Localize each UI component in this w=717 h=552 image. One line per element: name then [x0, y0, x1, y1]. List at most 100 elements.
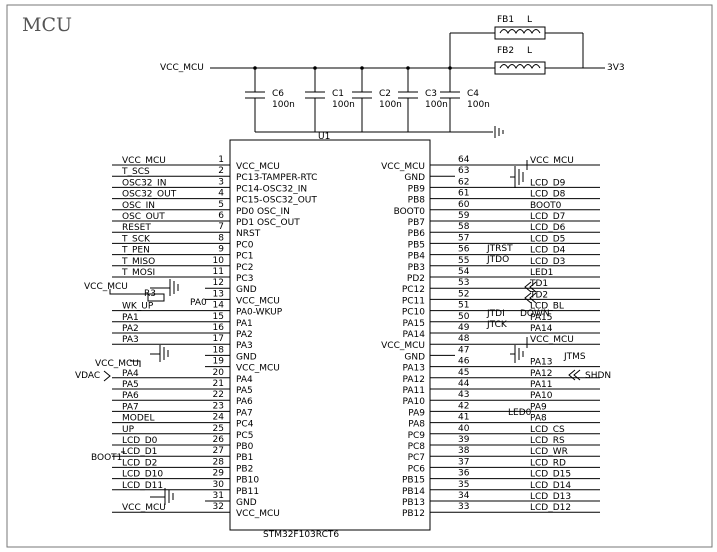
pin-name: PB2: [236, 464, 253, 474]
pin-name: PA8: [408, 420, 425, 430]
pin-name: PC12: [402, 285, 425, 295]
pin-number: 22: [213, 390, 224, 400]
net-label: T_MOSI: [121, 268, 155, 278]
pin-name: PB8: [408, 196, 426, 206]
pin-name: NRST: [236, 229, 261, 239]
pin-number: 5: [218, 200, 224, 210]
pin-number: 24: [213, 413, 225, 423]
net-label: LCD_RD: [530, 458, 566, 468]
net-label: PA9: [530, 402, 547, 412]
net-label: VCC_MCU: [530, 335, 574, 345]
pin-number: 48: [458, 334, 470, 344]
net-label: LCD_D0: [122, 436, 158, 446]
pin-name: VCC_MCU: [236, 509, 280, 519]
pin-number: 54: [458, 267, 470, 277]
pin-number: 38: [458, 446, 470, 456]
pin-number: 61: [458, 189, 469, 199]
pin-number: 16: [213, 323, 225, 333]
pin-number: 30: [213, 480, 225, 490]
pin-name: PB7: [408, 218, 425, 228]
cap-value: 100n: [272, 100, 295, 110]
pin-name: VCC_MCU: [381, 162, 425, 172]
net-label: OSC32_IN: [122, 178, 166, 188]
pin-name: PC14-OSC32_IN: [236, 184, 307, 194]
pin-name: GND: [404, 173, 425, 183]
pin-name: PC10: [402, 308, 425, 318]
net-label: LCD_D8: [530, 190, 566, 200]
net-label: PA7: [122, 402, 139, 412]
net-label: LCD_D12: [530, 503, 571, 513]
pin-name: PA0-WKUP: [236, 308, 283, 318]
svg-text:L: L: [527, 46, 532, 56]
pin-number: 50: [458, 312, 470, 322]
pin-number: 62: [458, 177, 469, 187]
svg-text:FB2: FB2: [497, 46, 514, 56]
net-label: LCD_WR: [530, 447, 568, 457]
svg-text:VCC_MCU: VCC_MCU: [84, 282, 128, 292]
net-label: LCD_D1: [122, 447, 157, 457]
pin-name: PC6: [408, 464, 426, 474]
pin-name: PC2: [236, 263, 253, 273]
svg-text:PA0: PA0: [190, 298, 207, 308]
pin-name: PA9: [408, 408, 425, 418]
pin-name: PB10: [236, 476, 259, 486]
pin-name: GND: [404, 352, 425, 362]
ic-ref: U1: [318, 132, 330, 142]
pin-number: 56: [458, 245, 470, 255]
pin-name: PD0 OSC_IN: [236, 207, 290, 217]
cap-value: 100n: [379, 100, 402, 110]
pin-name: PA15: [403, 319, 425, 329]
pin-number: 46: [458, 357, 470, 367]
net-label: PA3: [122, 335, 139, 345]
vdac-arrow: [103, 370, 111, 382]
pin-number: 63: [458, 166, 469, 176]
svg-text:FB1: FB1: [497, 15, 514, 25]
net-label: T_MISO: [121, 257, 155, 267]
net-label: OSC32_OUT: [122, 190, 177, 200]
pin-name: PC7: [408, 453, 425, 463]
pin-number: 49: [458, 323, 470, 333]
pin-number: 51: [458, 301, 469, 311]
cap-value: 100n: [332, 100, 355, 110]
ferrite-bead-fb1: FB1 L: [494, 15, 546, 40]
pin-number: 37: [458, 457, 469, 467]
pin-number: 43: [458, 390, 469, 400]
net-label: WK_UP: [122, 302, 154, 312]
shdn-arrow: [568, 369, 581, 381]
cap-ref: C6: [272, 89, 284, 99]
svg-text:VDAC: VDAC: [75, 371, 100, 381]
net-label: TD1: [529, 279, 548, 289]
pin-name: PA1: [236, 319, 253, 329]
pin-name: PC4: [236, 420, 254, 430]
pin-name: BOOT0: [394, 207, 426, 217]
cap-ref: C3: [425, 89, 437, 99]
pin-number: 7: [218, 222, 224, 232]
net-label: LCD_D11: [122, 481, 163, 491]
pin-number: 52: [458, 289, 469, 299]
net-label: PA13: [530, 358, 552, 368]
net-label: PA4: [122, 369, 139, 379]
pin-name: PB6: [408, 229, 426, 239]
pin-number: 39: [458, 435, 470, 445]
net-label: LCD_D5: [530, 234, 565, 244]
pin-number: 27: [213, 446, 224, 456]
pin-name: PC15-OSC32_OUT: [236, 196, 317, 206]
pin-number: 13: [213, 289, 224, 299]
pin-number: 45: [458, 368, 469, 378]
net-label: T_SCS: [121, 167, 150, 177]
svg-text:R3: R3: [144, 289, 156, 299]
net-label: LCD_D14: [530, 481, 571, 491]
pin-name: PA12: [403, 375, 425, 385]
svg-text:JTDI: JTDI: [486, 309, 505, 319]
net-label: PA6: [122, 391, 139, 401]
pin-number: 19: [213, 357, 225, 367]
pin-number: 47: [458, 345, 469, 355]
pin-name: PC11: [402, 296, 425, 306]
ic-pins: 1VCC_MCU2PC13-TAMPER-RTC3PC14-OSC32_IN4P…: [205, 155, 470, 519]
pin-number: 10: [213, 256, 225, 266]
pin-name: VCC_MCU: [236, 162, 280, 172]
ic-part: STM32F103RCT6: [263, 530, 339, 540]
3v3-label: 3V3: [607, 63, 625, 73]
svg-text:VCC_MCU: VCC_MCU: [95, 359, 139, 369]
pin-name: PA2: [236, 330, 253, 340]
